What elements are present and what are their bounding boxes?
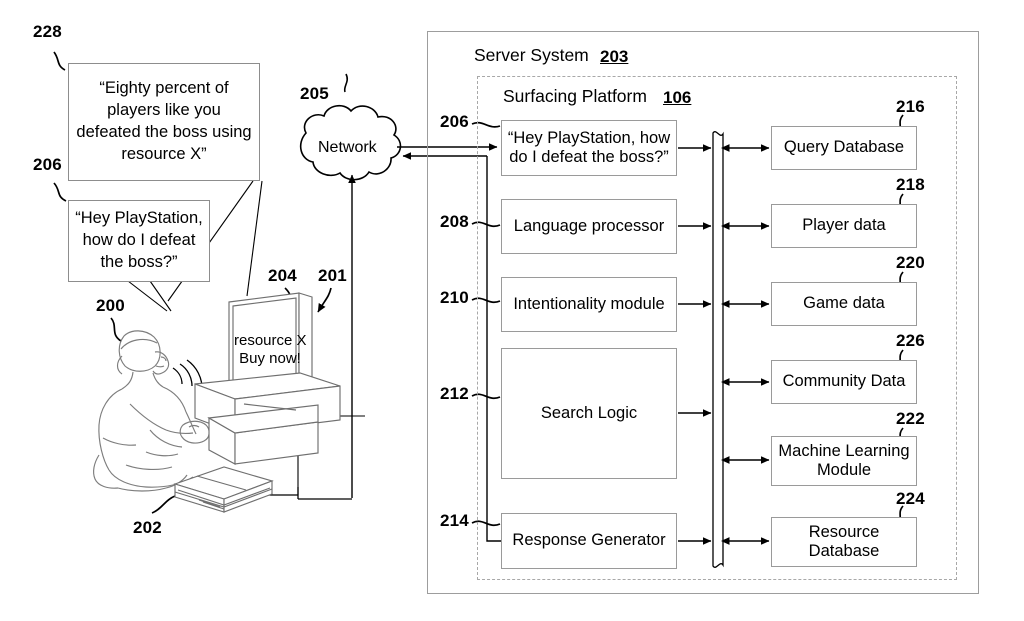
- user-speech-bubble: “Hey PlayStation, how do I defeat the bo…: [68, 200, 210, 282]
- pipeline-box-response-generator-label: Response Generator: [512, 531, 666, 550]
- ref-212: 212: [440, 384, 469, 403]
- pipeline-box-search-logic[interactable]: Search Logic: [501, 348, 677, 479]
- datastore-box-machine-learning-module[interactable]: Machine Learning Module: [771, 436, 917, 486]
- ref-205-network: 205: [300, 84, 329, 103]
- player-line-art: [93, 330, 210, 492]
- pipeline-box-language-processor-label: Language processor: [513, 216, 665, 235]
- tv-screen-offer-text: resource X Buy now!: [234, 332, 307, 368]
- datastore-box-query-database[interactable]: Query Database: [771, 126, 917, 170]
- datastore-box-resource-database[interactable]: Resource Database: [771, 517, 917, 567]
- ref-222: 222: [896, 409, 925, 428]
- tv-offer-line-1: resource X: [234, 332, 307, 349]
- game-console-art: [173, 466, 274, 513]
- ref-206-pipeline: 206: [440, 112, 469, 131]
- ref-214: 214: [440, 511, 469, 530]
- response-speech-bubble: “Eighty percent of players like you defe…: [68, 63, 260, 181]
- datastore-box-player-data[interactable]: Player data: [771, 204, 917, 248]
- pipeline-box-intentionality-module-label: Intentionality module: [513, 294, 665, 313]
- datastore-box-machine-learning-module-label: Machine Learning Module: [778, 441, 910, 479]
- pipeline-box-language-processor[interactable]: Language processor: [501, 199, 677, 254]
- datastore-box-resource-database-label: Resource Database: [808, 522, 880, 560]
- ref-216: 216: [896, 97, 925, 116]
- network-label: Network: [318, 139, 377, 156]
- pipeline-box-search-logic-label: Search Logic: [540, 403, 638, 422]
- ref-204-television: 204: [268, 266, 297, 285]
- surfacing-platform-frame: [477, 76, 957, 580]
- datastore-box-game-data[interactable]: Game data: [771, 282, 917, 326]
- ref-201-screen-overlay: 201: [318, 266, 347, 285]
- surfacing-platform-ref: 106: [663, 88, 692, 107]
- ref-224: 224: [896, 489, 925, 508]
- ref-226: 226: [896, 331, 925, 350]
- datastore-box-player-data-label: Player data: [802, 216, 886, 235]
- ref-206-scene: 206: [33, 155, 62, 174]
- user-speech-bubble-text: “Hey PlayStation, how do I defeat the bo…: [75, 209, 203, 271]
- ref-202-console: 202: [133, 518, 162, 537]
- datastore-box-community-data[interactable]: Community Data: [771, 360, 917, 404]
- ref-210: 210: [440, 288, 469, 307]
- ref-220: 220: [896, 253, 925, 272]
- surfacing-platform-label: Surfacing Platform: [503, 86, 647, 106]
- server-system-frame: [427, 31, 979, 594]
- pipeline-box-query[interactable]: “Hey PlayStation, how do I defeat the bo…: [501, 120, 677, 176]
- television-art: [194, 292, 341, 465]
- pipeline-box-intentionality-module[interactable]: Intentionality module: [501, 277, 677, 332]
- pipeline-box-response-generator[interactable]: Response Generator: [501, 513, 677, 569]
- server-system-label: Server System: [474, 45, 589, 65]
- datastore-box-game-data-label: Game data: [803, 294, 885, 313]
- ref-228: 228: [33, 22, 62, 41]
- server-system-ref: 203: [600, 47, 629, 66]
- response-speech-bubble-text: “Eighty percent of players like you defe…: [76, 79, 252, 163]
- pipeline-box-query-label: “Hey PlayStation, how do I defeat the bo…: [507, 128, 671, 166]
- ref-208: 208: [440, 212, 469, 231]
- ref-218: 218: [896, 175, 925, 194]
- tv-offer-line-2: Buy now!: [239, 350, 301, 367]
- ref-200-player: 200: [96, 296, 125, 315]
- datastore-box-community-data-label: Community Data: [782, 372, 906, 391]
- datastore-box-query-database-label: Query Database: [783, 138, 905, 157]
